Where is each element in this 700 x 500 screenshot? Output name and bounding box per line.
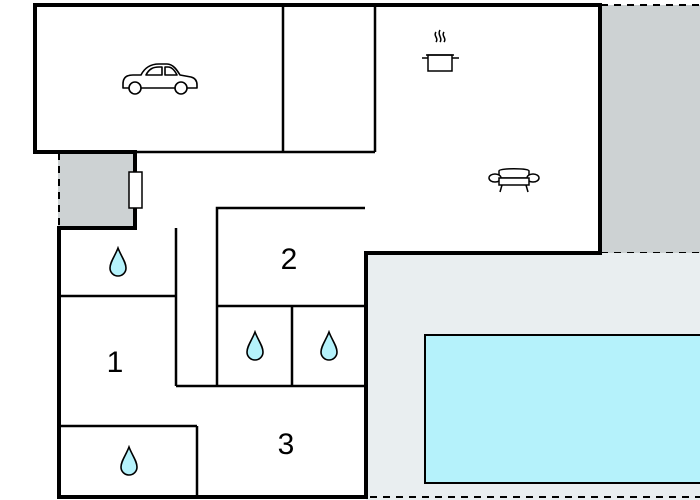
sofa-icon	[488, 168, 540, 193]
cooking-pot-icon	[422, 29, 459, 72]
terrace-right	[601, 5, 700, 253]
room-label-1: 1	[107, 346, 124, 379]
room-label-2: 2	[281, 243, 298, 276]
room-label-3: 3	[278, 428, 295, 461]
entry-door	[128, 171, 143, 209]
interior-walls	[35, 5, 377, 497]
entrance-porch	[58, 153, 135, 227]
pool	[424, 334, 700, 484]
car-icon	[122, 63, 198, 95]
